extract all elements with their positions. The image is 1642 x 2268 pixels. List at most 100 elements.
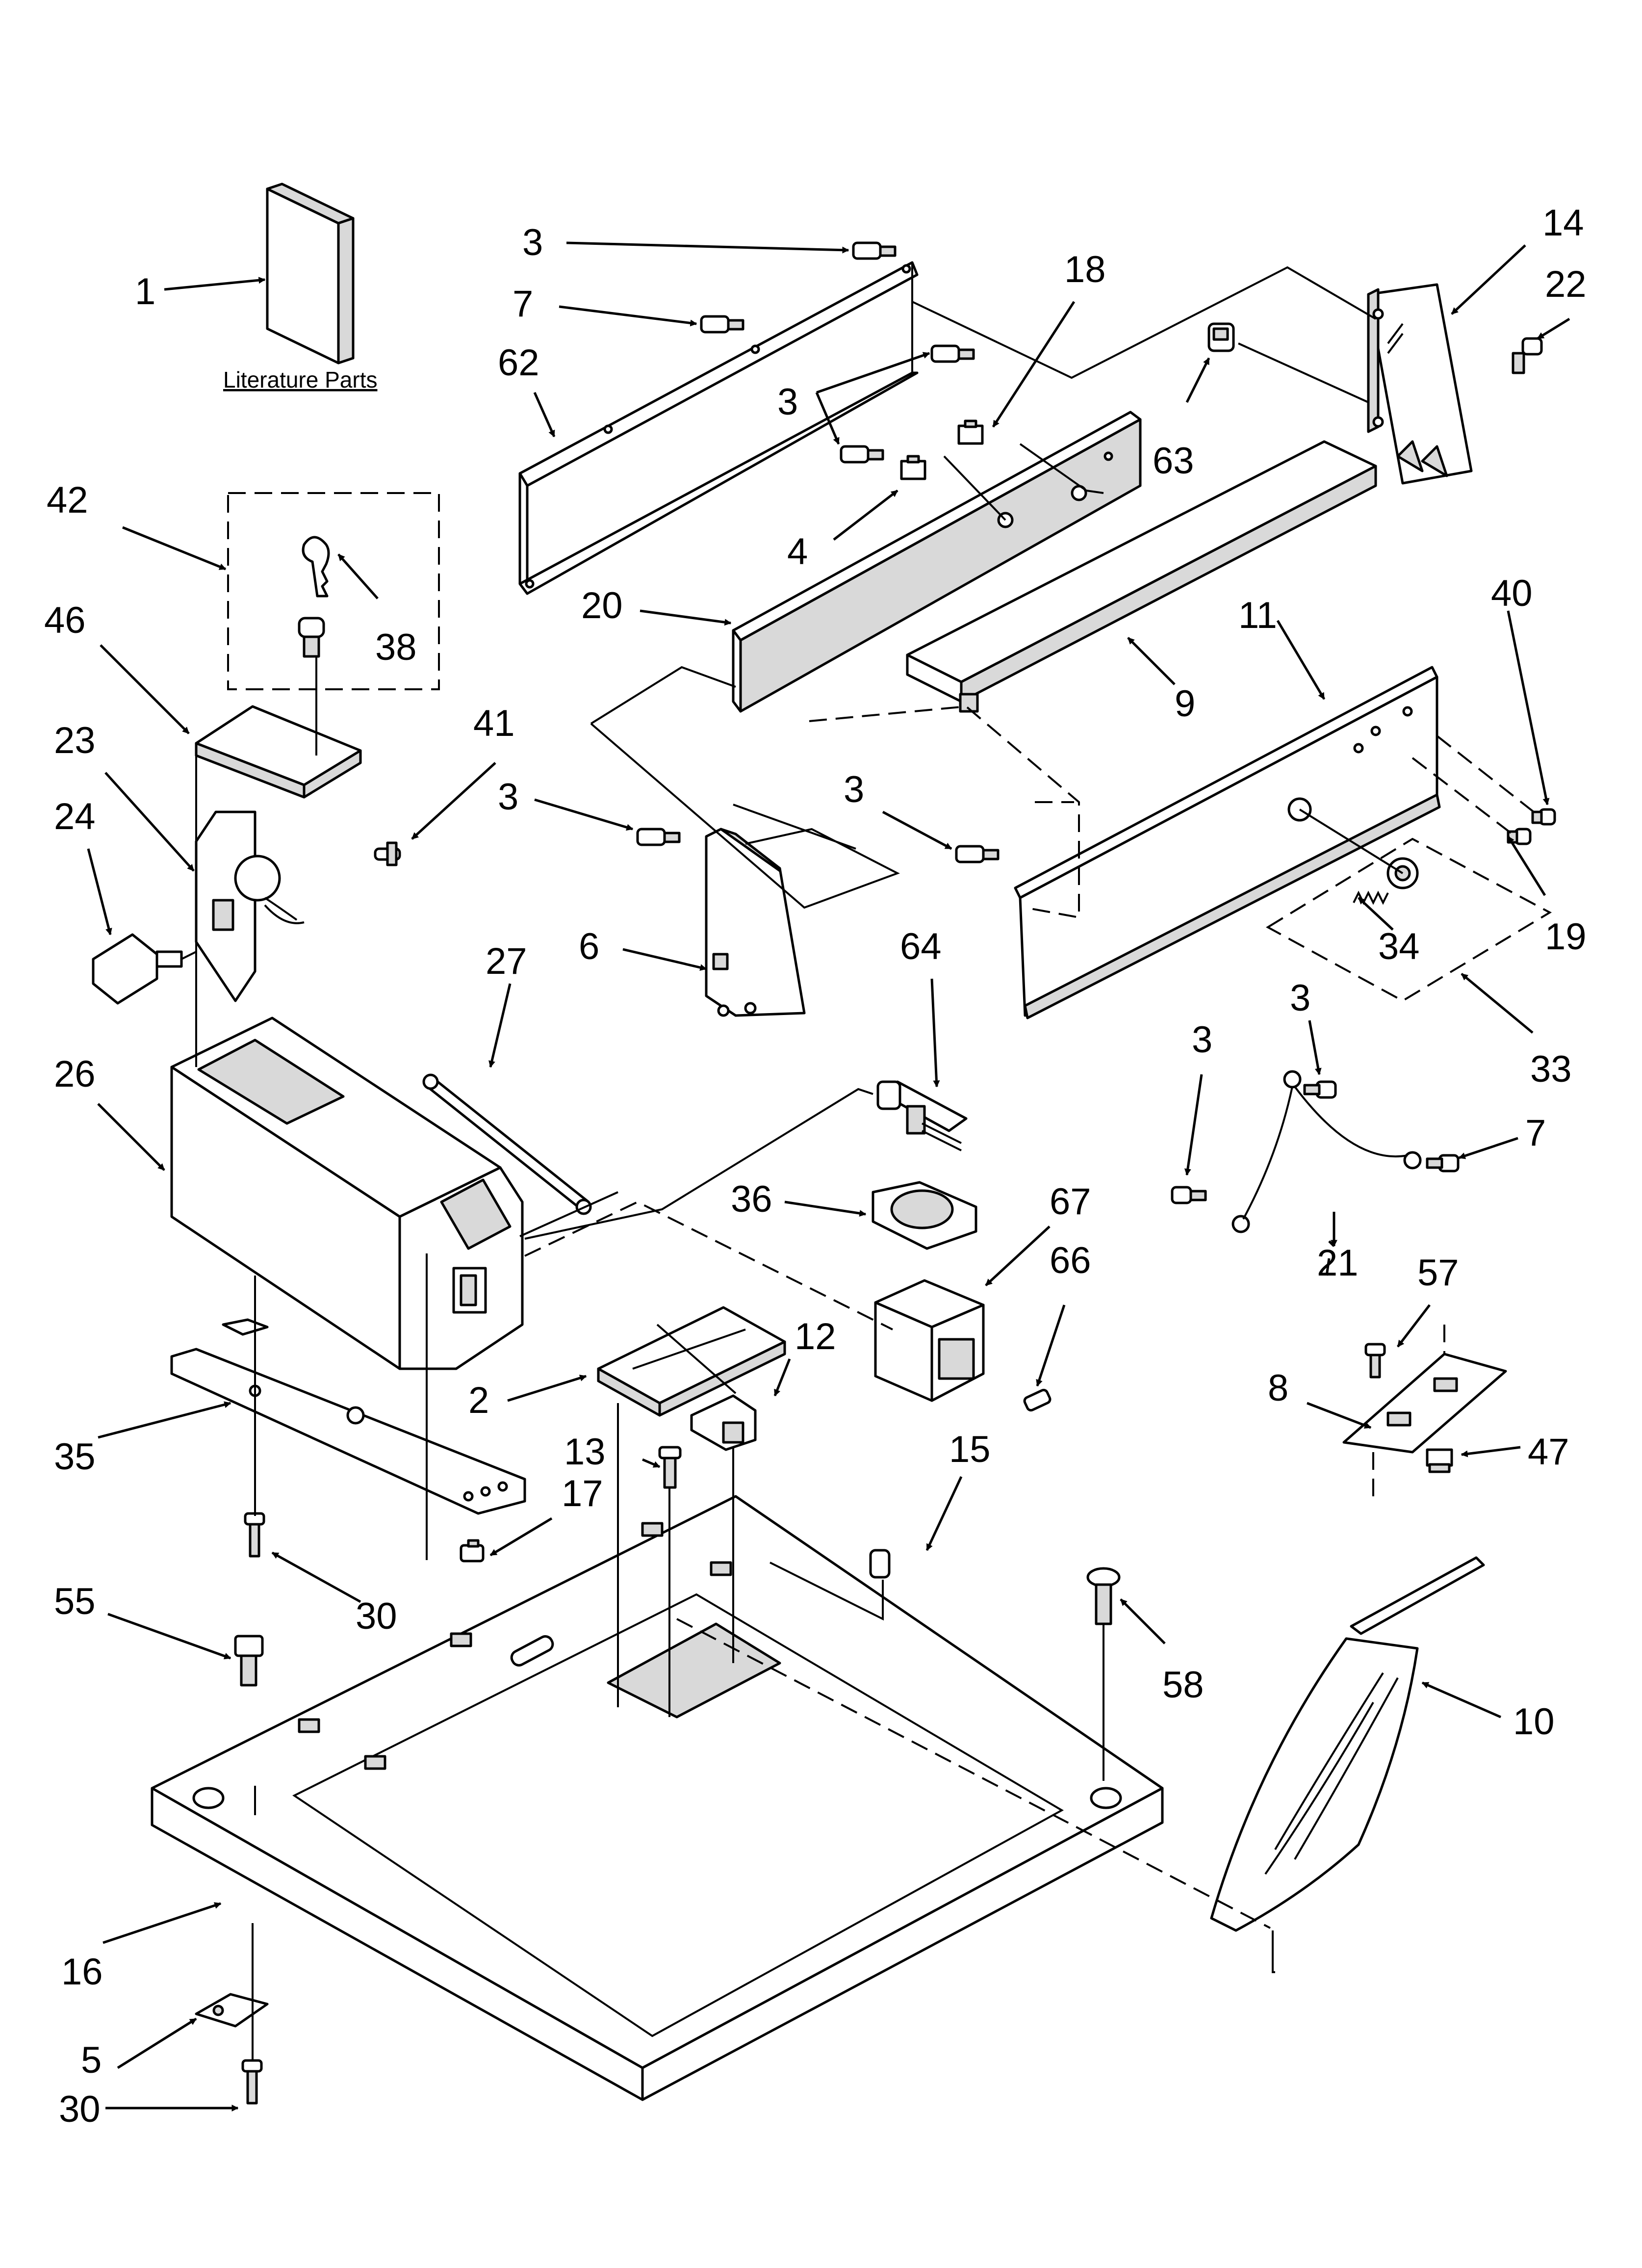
callout-label: 3 bbox=[1192, 1019, 1212, 1061]
lock-kit-box bbox=[227, 492, 440, 690]
rod-27 bbox=[422, 1073, 592, 1215]
callout-label: 24 bbox=[54, 796, 96, 837]
screw-41 bbox=[374, 841, 401, 866]
callout-label: 8 bbox=[1268, 1367, 1288, 1409]
callout-label: 16 bbox=[61, 1951, 103, 1993]
switch-18 bbox=[957, 419, 984, 445]
screw-22 bbox=[1512, 337, 1543, 374]
callout-label: 47 bbox=[1528, 1431, 1569, 1473]
clip-12 bbox=[690, 1394, 757, 1451]
cabinet-housing bbox=[170, 1017, 524, 1370]
connector-64 bbox=[876, 1080, 968, 1151]
box-67 bbox=[874, 1279, 985, 1402]
screw-30-bottom bbox=[241, 2059, 263, 2105]
ground-wire bbox=[1232, 1070, 1422, 1233]
mounting-bracket-8 bbox=[1342, 1325, 1507, 1496]
callout-label: 66 bbox=[1050, 1240, 1091, 1281]
callout-label: 46 bbox=[44, 600, 86, 641]
callout-label: 67 bbox=[1050, 1181, 1091, 1223]
callout-label: 14 bbox=[1542, 202, 1584, 244]
top-cabinet bbox=[151, 1495, 1164, 2101]
screw-3-rail-a bbox=[930, 344, 975, 363]
access-panel bbox=[597, 1306, 786, 1417]
literature-parts-caption: Literature Parts bbox=[223, 367, 377, 392]
callout-label: 38 bbox=[375, 626, 417, 668]
screw-3-wire-b bbox=[1171, 1186, 1207, 1204]
callout-label: 23 bbox=[54, 720, 96, 761]
callout-label: 36 bbox=[731, 1178, 772, 1220]
callout-label: 41 bbox=[473, 703, 515, 744]
callout-label: 17 bbox=[562, 1473, 603, 1514]
callout-label: 19 bbox=[1545, 916, 1587, 958]
screw-58 bbox=[1086, 1567, 1121, 1625]
clip-17 bbox=[460, 1539, 485, 1563]
callout-label: 42 bbox=[47, 479, 88, 521]
callout-label: 15 bbox=[949, 1429, 991, 1470]
mounting-plate bbox=[195, 705, 362, 799]
callout-label: 22 bbox=[1545, 263, 1587, 305]
console-cover bbox=[906, 440, 1377, 713]
screw-3-rail-b bbox=[840, 445, 884, 464]
callout-label: 20 bbox=[581, 585, 623, 626]
callout-label: 2 bbox=[468, 1380, 489, 1421]
screw-57 bbox=[1364, 1343, 1386, 1379]
screw-3-bracket bbox=[636, 828, 681, 846]
timer bbox=[92, 933, 197, 1005]
callout-labels: 1 3 7 62 18 14 22 3 63 42 38 4 20 9 11 4… bbox=[44, 202, 1587, 2130]
end-cap bbox=[1367, 283, 1473, 485]
screw-55 bbox=[234, 1635, 264, 1687]
assembly-lines bbox=[195, 266, 1552, 2060]
callout-label: 3 bbox=[777, 381, 798, 423]
callout-label: 63 bbox=[1153, 440, 1194, 482]
screw-7-wire bbox=[1426, 1154, 1460, 1173]
spring-34 bbox=[1353, 890, 1389, 905]
callout-label: 64 bbox=[900, 926, 942, 967]
clip-47 bbox=[1426, 1448, 1453, 1473]
callout-label: 55 bbox=[54, 1581, 96, 1622]
plug-15 bbox=[869, 1549, 891, 1579]
callout-label: 11 bbox=[1238, 595, 1277, 636]
callout-label: 3 bbox=[522, 222, 543, 263]
rear-control-panel bbox=[518, 261, 919, 595]
switch-4 bbox=[900, 455, 926, 480]
callout-label: 3 bbox=[498, 776, 518, 818]
callout-label: 40 bbox=[1491, 573, 1533, 614]
callout-label: 13 bbox=[564, 1431, 606, 1473]
callout-label: 1 bbox=[135, 271, 155, 313]
callout-label: 34 bbox=[1378, 926, 1420, 967]
callout-label: 18 bbox=[1064, 249, 1106, 290]
console-bracket bbox=[705, 828, 806, 1017]
leader-arrows bbox=[87, 241, 1570, 2112]
clip-63 bbox=[1207, 322, 1235, 352]
callout-label: 7 bbox=[513, 283, 533, 325]
front-grille bbox=[1210, 1556, 1485, 1932]
callout-label: 26 bbox=[54, 1053, 96, 1095]
callout-label: 27 bbox=[486, 940, 527, 982]
timer-bracket bbox=[195, 810, 305, 1002]
callout-label: 33 bbox=[1530, 1048, 1572, 1090]
bracket-5 bbox=[195, 1993, 269, 2028]
callout-label: 21 bbox=[1317, 1242, 1359, 1284]
support-strip bbox=[170, 1318, 526, 1515]
callout-label: 62 bbox=[498, 342, 539, 384]
callout-label: 9 bbox=[1175, 683, 1195, 725]
literature-book bbox=[266, 182, 355, 365]
console-rail bbox=[732, 411, 1142, 713]
callout-label: 6 bbox=[579, 926, 599, 967]
callout-label: 57 bbox=[1417, 1252, 1459, 1294]
callout-label: 58 bbox=[1162, 1664, 1204, 1706]
callout-label: 3 bbox=[844, 769, 864, 810]
screw-3-wire-a bbox=[1303, 1080, 1337, 1099]
callout-label: 10 bbox=[1513, 1701, 1555, 1743]
callout-label: 7 bbox=[1525, 1112, 1546, 1154]
callout-label: 5 bbox=[81, 2039, 102, 2081]
screw-30-top bbox=[244, 1512, 265, 1558]
screw-13 bbox=[658, 1446, 682, 1489]
callout-label: 12 bbox=[795, 1316, 836, 1357]
front-rail bbox=[1014, 666, 1441, 1019]
plug-66 bbox=[1023, 1388, 1052, 1412]
callout-label: 30 bbox=[356, 1595, 397, 1637]
screw-3-top bbox=[852, 241, 897, 260]
screw-3-front bbox=[955, 845, 1000, 863]
